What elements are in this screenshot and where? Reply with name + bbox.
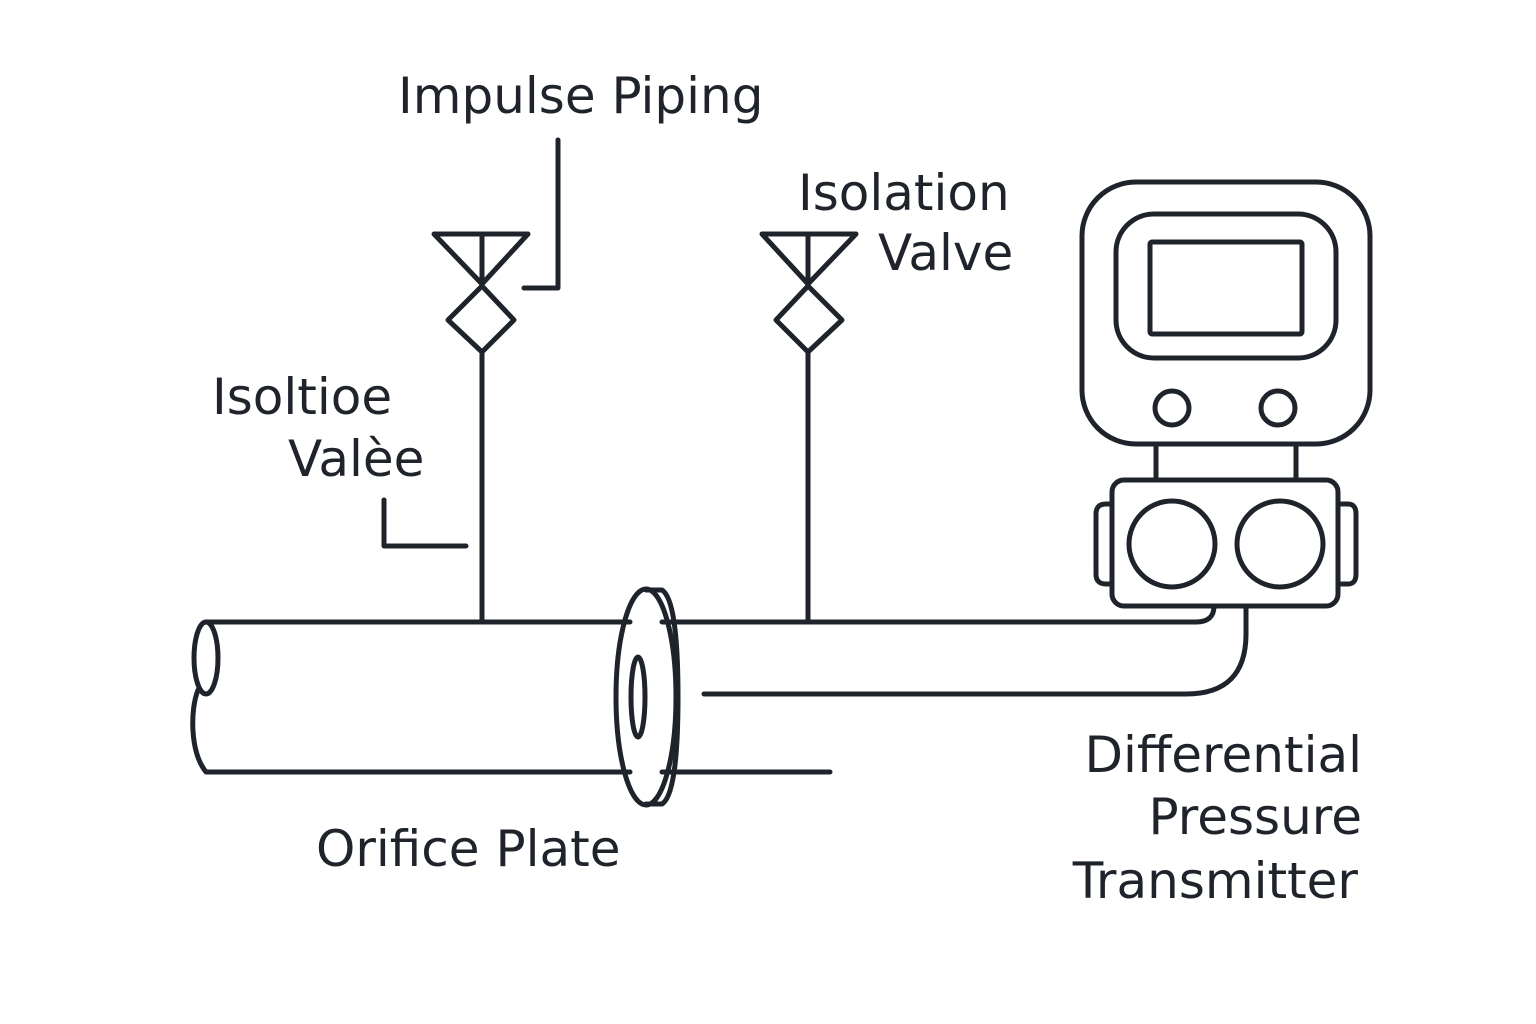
impulse-piping-leader xyxy=(521,137,561,291)
main-pipe xyxy=(190,603,1249,775)
orifice-plate-label: Orifice Plate xyxy=(316,820,621,878)
transmitter xyxy=(1079,179,1373,609)
impulse-piping-label: Impulse Piping xyxy=(398,67,763,125)
transmitter-label-line1: Differential xyxy=(1084,726,1362,784)
left-valve-label-line2: Valѐe xyxy=(288,430,424,488)
left-valve-label-line1: Isoltioe xyxy=(212,368,392,426)
orifice-plate xyxy=(613,586,681,808)
left-valve-icon xyxy=(431,231,531,355)
isolation-valve-label-line2: Valve xyxy=(878,224,1013,282)
isolation-valve-label-line1: Isolation xyxy=(798,164,1010,222)
transmitter-label-line2: Pressure xyxy=(1148,788,1362,846)
right-valve-icon xyxy=(759,231,859,355)
left-valve-leader xyxy=(381,497,469,549)
transmitter-label-line3: Transmitter xyxy=(1072,852,1359,910)
